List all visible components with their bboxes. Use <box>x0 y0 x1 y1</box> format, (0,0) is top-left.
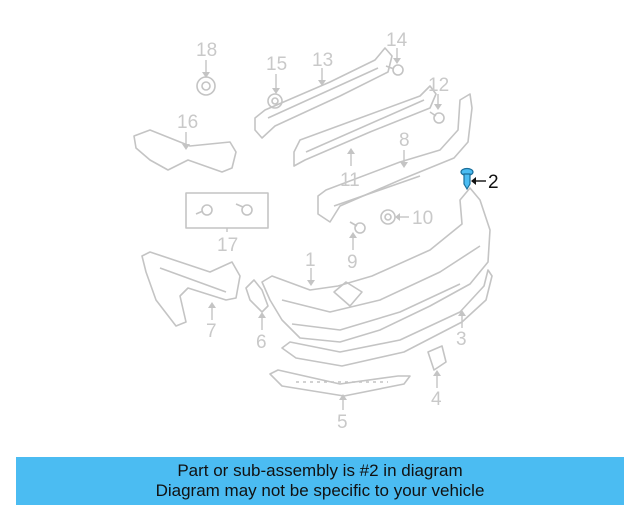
part-15-nut <box>267 74 283 109</box>
callout-13: 13 <box>312 50 333 71</box>
part-1-bumper-cover <box>261 187 491 343</box>
callout-10: 10 <box>412 208 433 229</box>
banner-line-1: Part or sub-assembly is #2 in diagram <box>177 461 463 480</box>
info-banner: Part or sub-assembly is #2 in diagram Di… <box>16 457 624 505</box>
callout-3: 3 <box>456 329 467 350</box>
banner-line-2: Diagram may not be specific to your vehi… <box>155 481 485 500</box>
part-5-trim-strip <box>269 369 411 410</box>
part-3-lower-cover <box>281 269 493 367</box>
part-13-reinforcement-bar <box>254 47 393 139</box>
part-10-nut <box>380 209 409 225</box>
part-18-grommet <box>196 60 216 96</box>
part-17-bolt-kit <box>185 192 269 232</box>
part-8-bracket-bar <box>317 93 473 223</box>
callout-15: 15 <box>266 54 287 75</box>
part-4-plate <box>427 345 447 388</box>
callout-4: 4 <box>431 389 442 410</box>
callout-12: 12 <box>428 75 449 96</box>
part-9-bolt <box>349 221 366 250</box>
callout-9: 9 <box>347 252 358 273</box>
callout-17: 17 <box>217 235 238 256</box>
part-14-bolt <box>385 48 404 76</box>
part-6-side-piece <box>245 279 269 330</box>
callout-2: 2 <box>488 172 499 193</box>
callout-16: 16 <box>177 112 198 133</box>
part-7-lower-bracket <box>141 251 241 327</box>
callout-8: 8 <box>399 130 410 151</box>
callout-14: 14 <box>386 30 408 51</box>
callout-11: 11 <box>340 170 360 191</box>
callout-6: 6 <box>256 332 267 353</box>
callout-18: 18 <box>196 40 217 61</box>
parts-diagram: 18 15 13 14 12 16 8 11 2 10 17 9 1 7 6 3… <box>133 30 499 433</box>
part-11-absorber <box>293 85 437 167</box>
part-2-clip <box>460 167 486 191</box>
callout-5: 5 <box>337 412 348 433</box>
callout-1: 1 <box>305 250 316 271</box>
part-16-side-bracket <box>133 129 237 173</box>
part-12-bolt <box>429 94 445 124</box>
callout-7: 7 <box>206 321 217 342</box>
